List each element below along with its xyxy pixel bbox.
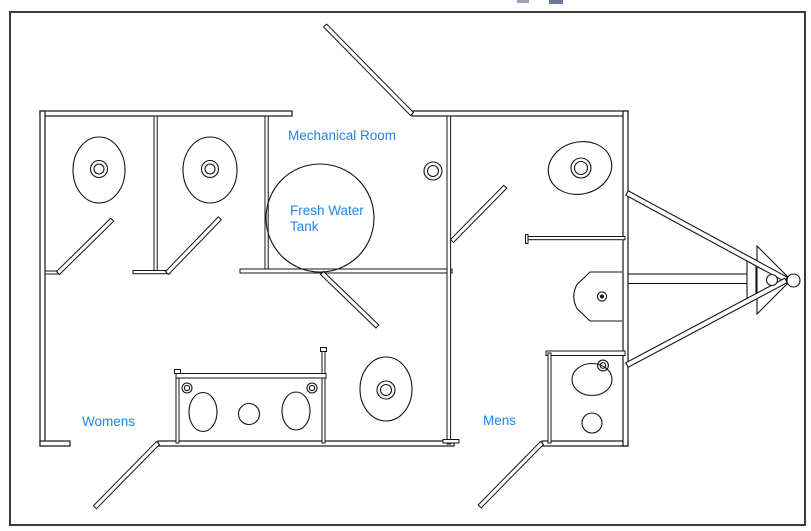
cropped-ui-fragment — [549, 0, 563, 4]
hitch-beam-lower — [625, 277, 788, 368]
urinal-icon — [573, 271, 622, 322]
left-wall — [39, 110, 46, 447]
drawing-border — [9, 11, 806, 526]
toilet-icon — [547, 141, 613, 195]
bottom-wall-right — [541, 440, 629, 447]
womens-counter-post-left — [175, 369, 180, 444]
tank-room-door — [319, 270, 380, 329]
hitch-beam-upper — [625, 190, 789, 283]
fixtures — [72, 136, 622, 434]
womens-label: Womens — [82, 414, 135, 429]
mens-inner-door — [449, 184, 508, 244]
mens-partition-end — [525, 234, 529, 244]
stall-front-1 — [132, 270, 171, 275]
interior-walls — [44, 115, 626, 445]
sink-icon — [281, 382, 318, 431]
center-wall-foot — [442, 439, 460, 444]
bottom-wall-stub — [39, 440, 71, 447]
mechanical-room-bottom-wall — [239, 268, 453, 274]
hitch-center-beam — [627, 273, 750, 285]
counter-hole — [237, 402, 261, 426]
mens-counter-left — [547, 352, 552, 444]
mens-counter-top — [545, 350, 626, 356]
stall-partition-1 — [153, 115, 158, 273]
hitch-ball-socket — [765, 273, 779, 287]
trailer-hitch — [625, 190, 801, 368]
sink-icon — [181, 382, 218, 433]
womens-counter-post-right — [321, 347, 326, 444]
cropped-ui-fragment — [517, 0, 529, 3]
stall-door-2 — [164, 216, 223, 276]
fresh-water-tank-label-line2: Tank — [290, 219, 319, 234]
toilet-icon — [359, 356, 413, 422]
mens-label: Mens — [483, 413, 516, 428]
fresh-water-tank-circle — [265, 163, 375, 273]
fresh-water-tank-label-line1: Fresh Water — [290, 203, 364, 218]
womens-counter-post-left-cap — [174, 369, 181, 374]
trailer-perimeter-walls — [39, 110, 629, 447]
mens-partition — [526, 236, 626, 241]
womens-counter-post-right-cap — [320, 347, 327, 352]
toilet-icon — [72, 136, 126, 204]
mens-entry-door — [477, 440, 545, 509]
top-wall-left — [39, 110, 293, 117]
toilet-icon — [182, 136, 238, 204]
stall-partition-2 — [264, 115, 269, 273]
mechanical-room-door — [322, 23, 415, 117]
womens-entry-door — [92, 440, 161, 510]
top-wall-right — [411, 110, 629, 117]
bottom-wall-main — [157, 440, 455, 447]
doors — [55, 23, 545, 510]
womens-counter-top — [175, 373, 327, 379]
vent-icon — [423, 161, 443, 181]
room-labels: Mechanical Room Fresh Water Tank Womens … — [82, 128, 516, 429]
right-wall — [622, 110, 629, 447]
stall-door-1 — [55, 217, 115, 276]
sink-icon — [571, 359, 613, 434]
center-dividing-wall — [446, 115, 452, 445]
mechanical-room-label: Mechanical Room — [288, 128, 396, 143]
hitch-tip-ball — [786, 273, 801, 288]
